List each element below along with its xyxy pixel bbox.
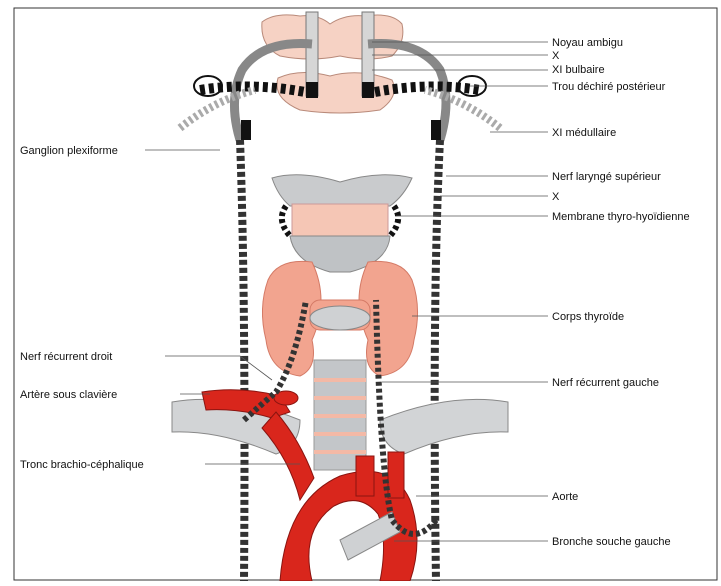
label-aorte: Aorte	[552, 491, 578, 503]
label-artere-sous-claviere: Artère sous clavière	[20, 389, 117, 401]
labels: Noyau ambigu X XI bulbaire Trou déchiré …	[20, 37, 690, 548]
label-nerf-rec-droit: Nerf récurrent droit	[20, 351, 112, 363]
thyroid-gland	[262, 261, 417, 376]
label-nerf-larynge-sup: Nerf laryngé supérieur	[552, 171, 661, 183]
label-membrane: Membrane thyro-hyoïdienne	[552, 211, 690, 223]
label-tronc: Tronc brachio-céphalique	[20, 459, 144, 471]
larynx	[272, 175, 412, 272]
brainstem	[262, 12, 403, 113]
label-corps-thyroide: Corps thyroïde	[552, 311, 624, 323]
label-noyau-ambigu: Noyau ambigu	[552, 37, 623, 49]
label-trou-dechire: Trou déchiré postérieur	[552, 81, 666, 93]
label-bronche: Bronche souche gauche	[552, 536, 671, 548]
label-nerf-rec-gauche: Nerf récurrent gauche	[552, 377, 659, 389]
label-xi-bulbaire: XI bulbaire	[552, 64, 605, 76]
trachea	[314, 360, 366, 470]
label-x-mid: X	[552, 191, 560, 203]
label-ganglion: Ganglion plexiforme	[20, 145, 118, 157]
label-xi-medullaire: XI médullaire	[552, 127, 616, 139]
label-x-top: X	[552, 50, 560, 62]
